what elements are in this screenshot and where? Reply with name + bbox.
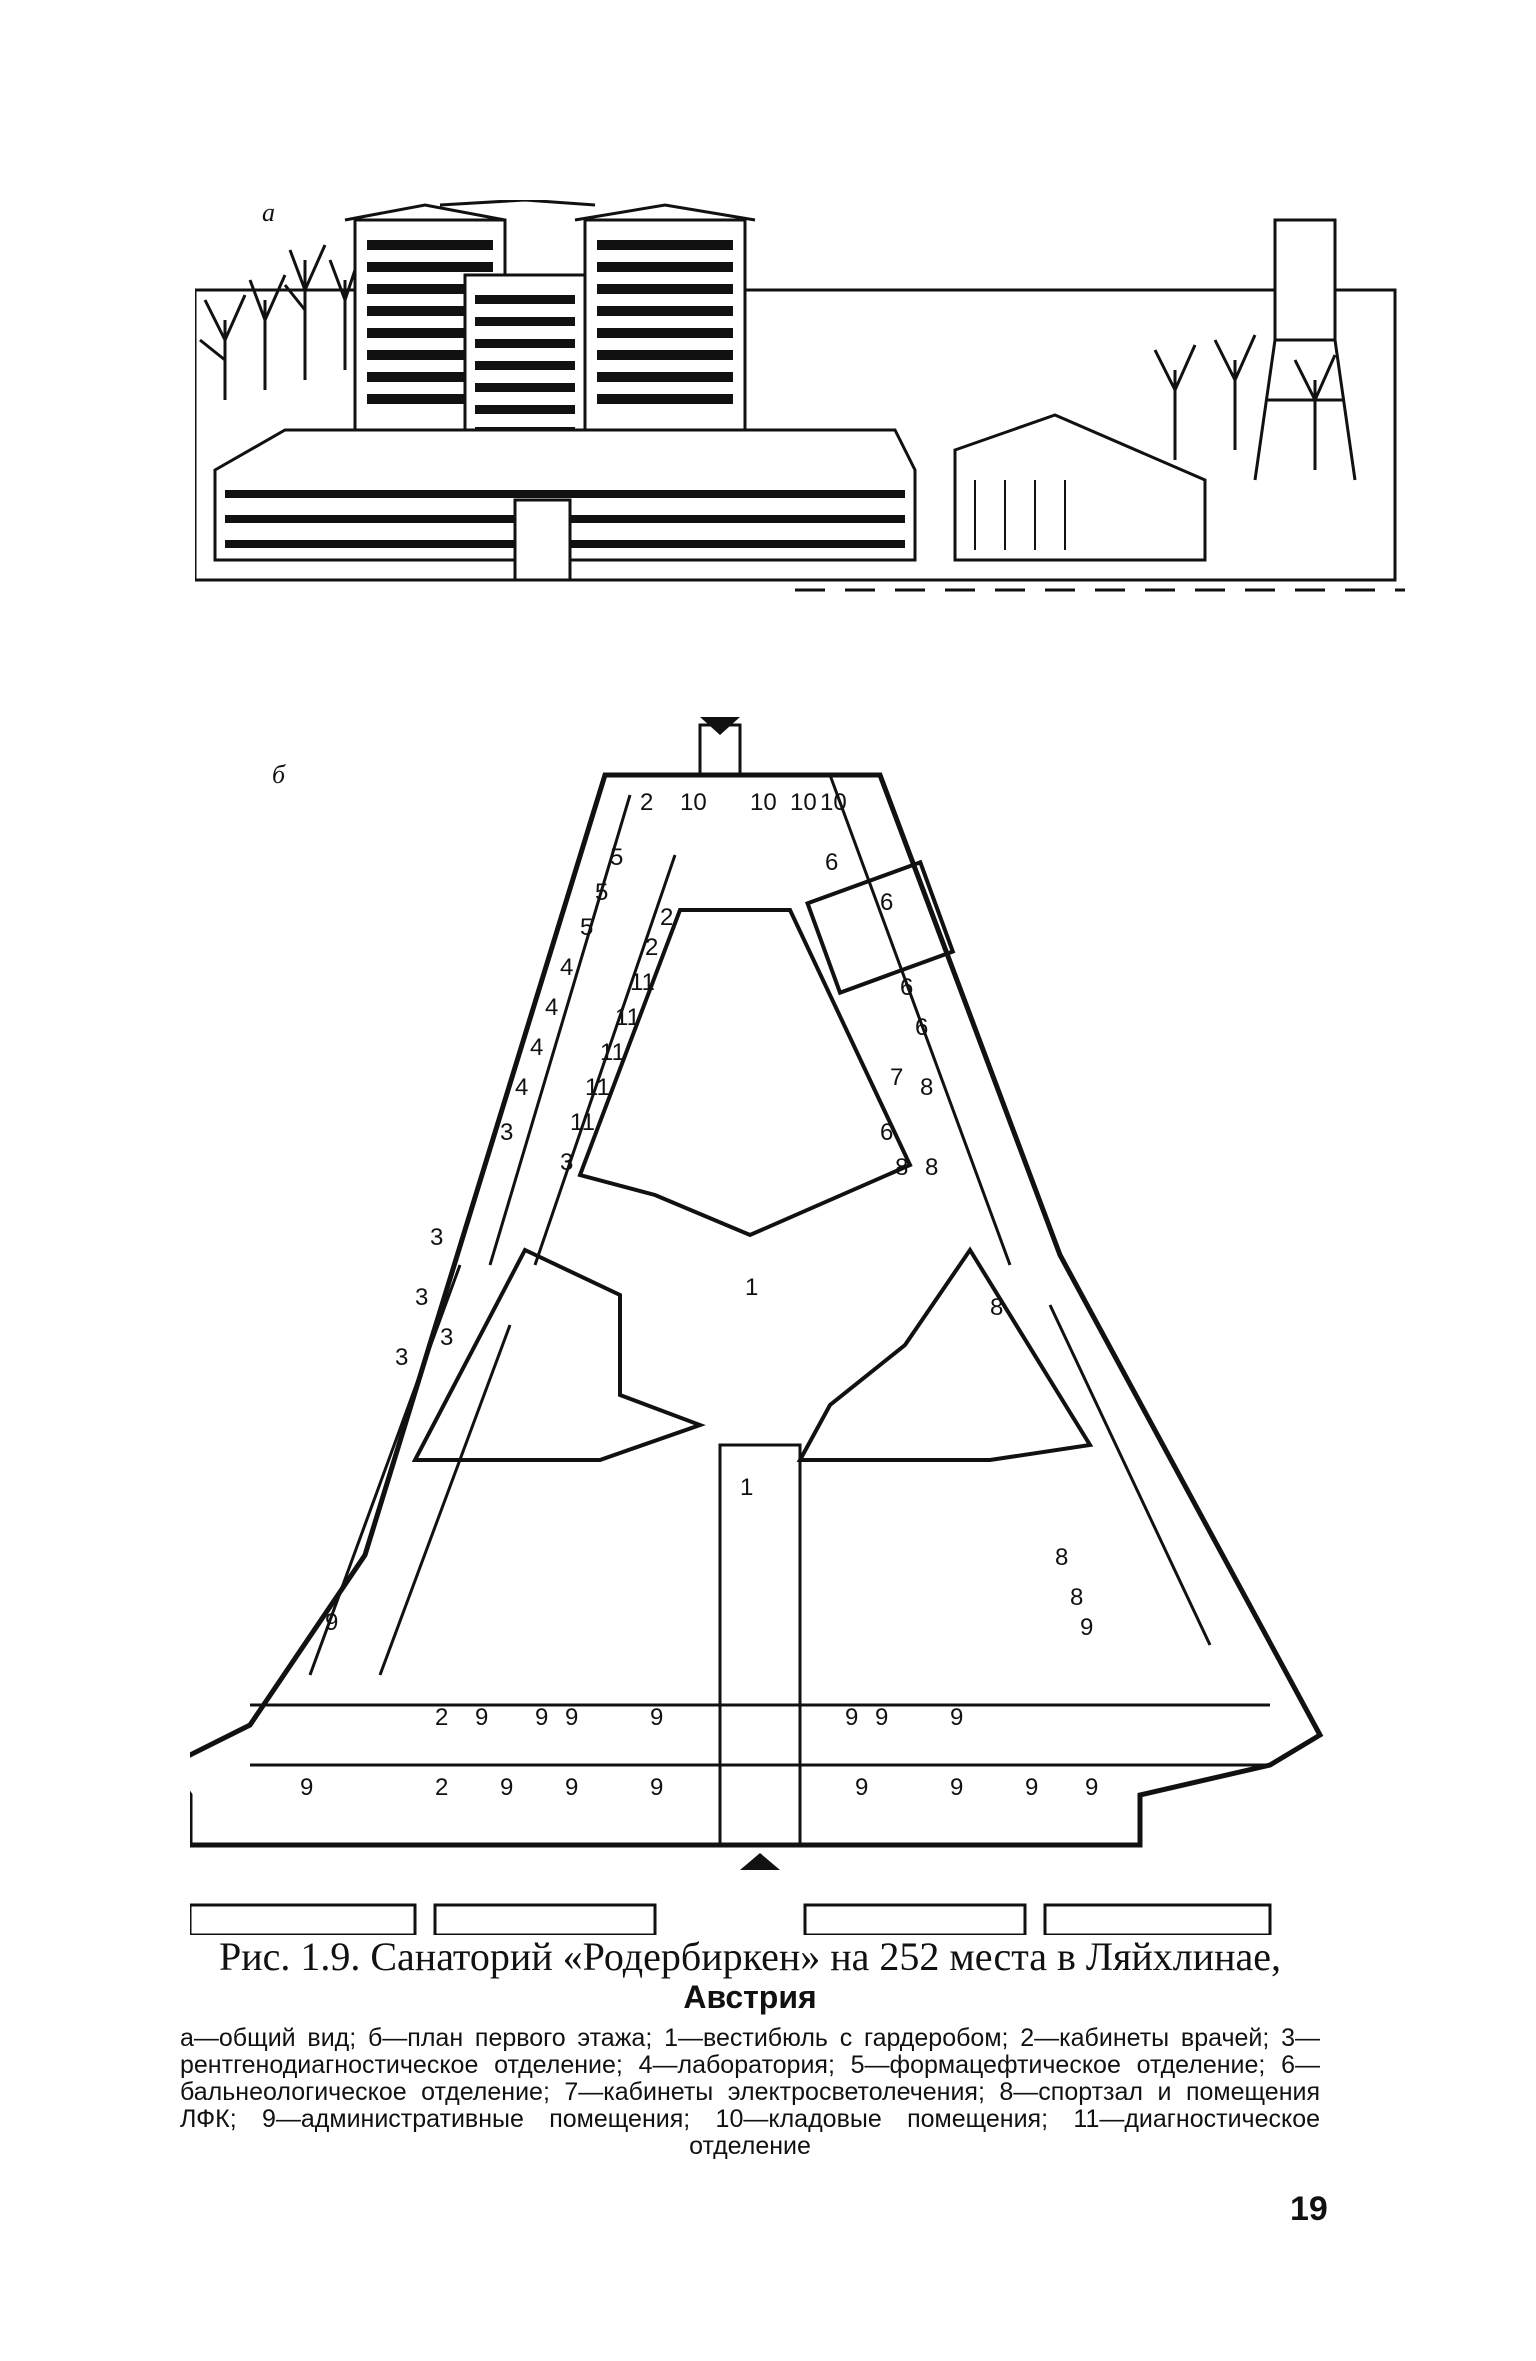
svg-text:2: 2 — [660, 904, 673, 931]
svg-text:5: 5 — [595, 879, 608, 906]
svg-text:9: 9 — [1085, 1774, 1098, 1801]
svg-text:9: 9 — [1080, 1614, 1093, 1641]
svg-text:5: 5 — [610, 844, 623, 871]
svg-text:5: 5 — [580, 914, 593, 941]
svg-text:8: 8 — [920, 1074, 933, 1101]
svg-text:8: 8 — [1055, 1544, 1068, 1571]
svg-text:2: 2 — [435, 1774, 448, 1801]
svg-text:9: 9 — [475, 1704, 488, 1731]
svg-text:9: 9 — [875, 1704, 888, 1731]
page-number: 19 — [1290, 2190, 1328, 2228]
svg-text:8: 8 — [990, 1294, 1003, 1321]
svg-text:9: 9 — [855, 1774, 868, 1801]
svg-text:9: 9 — [565, 1704, 578, 1731]
caption-title: Рис. 1.9. Санаторий «Родербиркен» на 252… — [218, 1934, 1282, 1979]
svg-text:6: 6 — [825, 849, 838, 876]
svg-text:11: 11 — [630, 969, 655, 996]
caption-title-country: Австрия — [683, 1979, 817, 2015]
svg-text:3: 3 — [560, 1149, 573, 1176]
svg-text:11: 11 — [585, 1074, 610, 1101]
svg-text:9: 9 — [950, 1774, 963, 1801]
svg-text:10: 10 — [750, 789, 777, 816]
svg-text:9: 9 — [300, 1774, 313, 1801]
svg-text:9: 9 — [1025, 1774, 1038, 1801]
figure-caption: Рис. 1.9. Санаторий «Родербиркен» на 252… — [160, 1935, 1340, 2160]
svg-text:11: 11 — [615, 1004, 640, 1031]
svg-text:6: 6 — [880, 1119, 893, 1146]
figure-label-b: б — [272, 760, 286, 789]
svg-text:9: 9 — [845, 1704, 858, 1731]
svg-text:8: 8 — [925, 1154, 938, 1181]
svg-text:9: 9 — [950, 1704, 963, 1731]
caption-legend: а—общий вид; б—план первого этажа; 1—вес… — [180, 2024, 1320, 2160]
svg-text:3: 3 — [415, 1284, 428, 1311]
svg-text:4: 4 — [530, 1034, 543, 1061]
svg-text:1: 1 — [745, 1274, 758, 1301]
svg-text:10: 10 — [680, 789, 707, 816]
svg-text:9: 9 — [565, 1774, 578, 1801]
svg-text:7: 7 — [890, 1064, 903, 1091]
svg-text:4: 4 — [560, 954, 573, 981]
svg-text:6: 6 — [915, 1014, 928, 1041]
svg-text:8: 8 — [1070, 1584, 1083, 1611]
svg-text:3: 3 — [430, 1224, 443, 1251]
svg-text:11: 11 — [570, 1109, 595, 1136]
svg-text:6: 6 — [880, 889, 893, 916]
figure-label-a: а — [262, 198, 275, 227]
svg-text:10: 10 — [820, 789, 847, 816]
svg-text:4: 4 — [515, 1074, 528, 1101]
building-perspective-sketch — [195, 200, 1405, 592]
svg-text:2: 2 — [435, 1704, 448, 1731]
svg-text:8: 8 — [895, 1154, 908, 1181]
svg-text:9: 9 — [535, 1704, 548, 1731]
svg-text:4: 4 — [545, 994, 558, 1021]
svg-text:2: 2 — [640, 789, 653, 816]
svg-text:3: 3 — [395, 1344, 408, 1371]
svg-text:9: 9 — [325, 1609, 338, 1636]
svg-text:3: 3 — [500, 1119, 513, 1146]
svg-text:9: 9 — [650, 1704, 663, 1731]
svg-text:2: 2 — [645, 934, 658, 961]
svg-text:9: 9 — [500, 1774, 513, 1801]
svg-text:3: 3 — [440, 1324, 453, 1351]
svg-text:1: 1 — [740, 1474, 753, 1501]
svg-text:6: 6 — [900, 974, 913, 1001]
svg-text:10: 10 — [790, 789, 817, 816]
svg-text:11: 11 — [600, 1039, 625, 1066]
svg-text:9: 9 — [650, 1774, 663, 1801]
